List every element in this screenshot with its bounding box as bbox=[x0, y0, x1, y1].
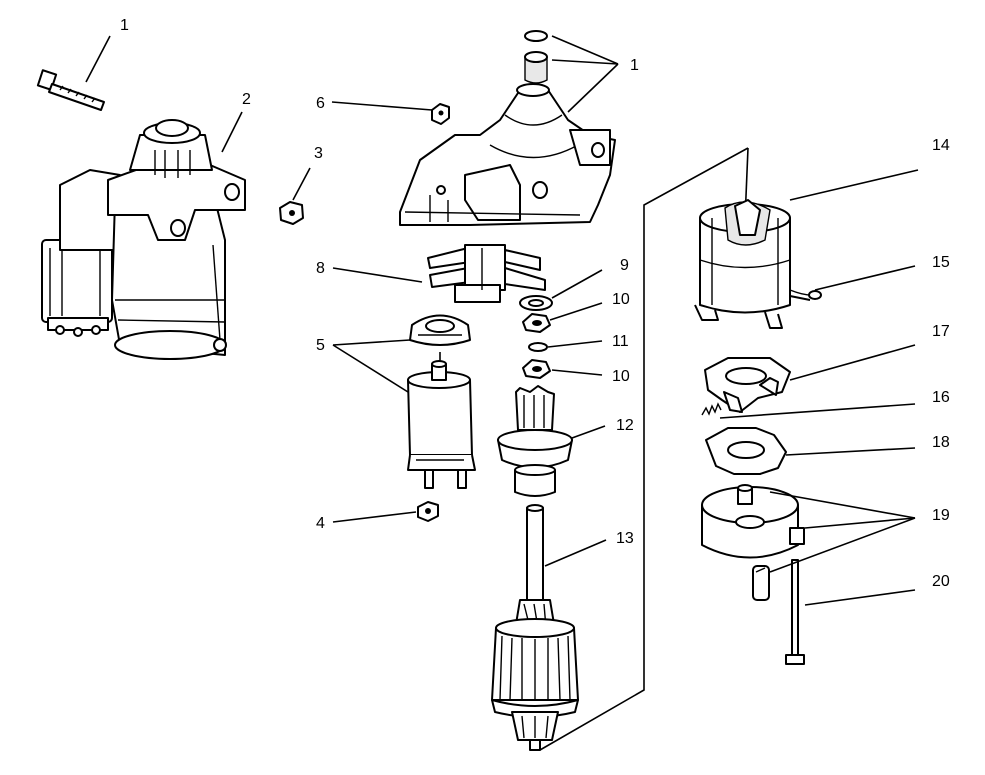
assembled-starter-motor bbox=[36, 69, 246, 360]
callout-1-left: 1 bbox=[120, 17, 129, 34]
solenoid-part-5 bbox=[407, 360, 476, 489]
brush-spring-part-16 bbox=[701, 402, 722, 416]
callout-8: 8 bbox=[316, 260, 325, 277]
callout-15: 15 bbox=[932, 254, 950, 271]
callout-17: 17 bbox=[932, 323, 950, 340]
nut-part-6 bbox=[431, 103, 450, 125]
callout-4: 4 bbox=[316, 515, 325, 532]
field-lead-part-15 bbox=[789, 289, 822, 300]
callout-16: 16 bbox=[932, 389, 950, 406]
shift-lever-part-8 bbox=[427, 244, 546, 303]
callout-13: 13 bbox=[616, 530, 634, 547]
callout-14: 14 bbox=[932, 137, 950, 154]
assembled-housing bbox=[59, 119, 246, 360]
brush-holder-part-17 bbox=[704, 357, 791, 413]
bushing-part-1 bbox=[524, 30, 548, 84]
drive-end-housing bbox=[399, 83, 616, 226]
callout-11: 11 bbox=[612, 333, 629, 350]
brush-plate-part-18 bbox=[705, 427, 787, 475]
callout-1-right: 1 bbox=[630, 57, 639, 74]
callout-9: 9 bbox=[620, 257, 629, 274]
snap-ring-part-11 bbox=[528, 342, 548, 352]
stop-collar-part-10-upper bbox=[522, 313, 551, 333]
callout-3: 3 bbox=[314, 145, 323, 162]
through-bolt-part-20 bbox=[785, 559, 805, 665]
callout-18: 18 bbox=[932, 434, 950, 451]
armature-part-13 bbox=[491, 504, 579, 751]
callout-20: 20 bbox=[932, 573, 950, 590]
bolt-part-1-left bbox=[36, 69, 105, 111]
callout-labels: 1 2 6 3 1 14 15 8 9 10 11 10 17 5 16 12 … bbox=[120, 17, 950, 590]
stop-collar-part-10-lower bbox=[522, 359, 551, 379]
field-frame-part-14 bbox=[694, 199, 811, 329]
callout-2: 2 bbox=[242, 91, 251, 108]
callout-10-lower: 10 bbox=[612, 368, 630, 385]
washer-part-9 bbox=[519, 295, 553, 311]
callout-5: 5 bbox=[316, 337, 325, 354]
callout-12: 12 bbox=[616, 417, 634, 434]
nut-part-4 bbox=[417, 501, 439, 522]
solenoid-cap-part-5 bbox=[409, 314, 471, 362]
leader-lines bbox=[85, 35, 919, 606]
callout-19: 19 bbox=[932, 507, 950, 524]
end-cover-part-19 bbox=[701, 484, 805, 601]
drive-pinion-part-12 bbox=[497, 385, 573, 497]
nut-part-3 bbox=[279, 201, 304, 225]
callout-10-upper: 10 bbox=[612, 291, 630, 308]
callout-6: 6 bbox=[316, 95, 325, 112]
